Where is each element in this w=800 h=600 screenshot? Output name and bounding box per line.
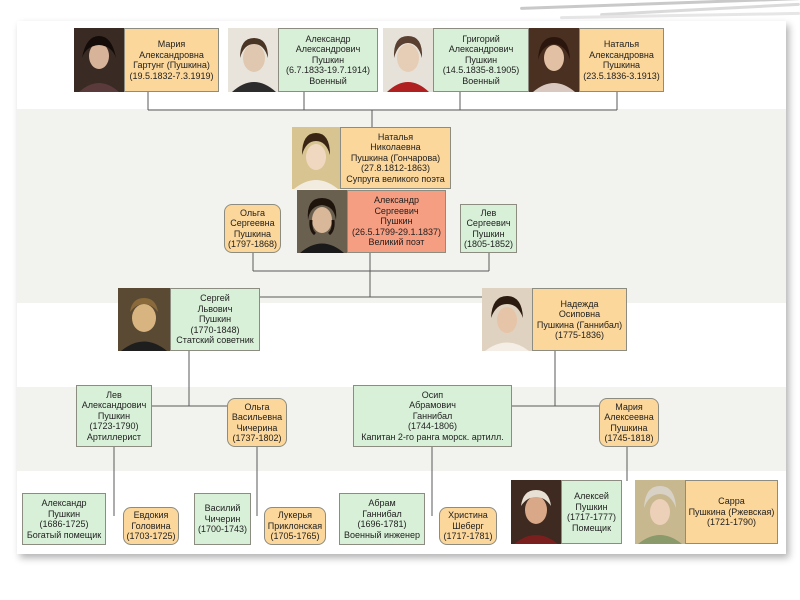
person-olga-s: Ольга Сергеевна Пушкина (1797-1868) [224,204,281,253]
person-osip: Осип Абрамович Ганнибал (1744-1806) Капи… [353,385,512,447]
person-alexander-s: Александр Сергеевич Пушкин (26.5.1799-29… [347,190,446,253]
person-label: Мария Алексеевна Пушкина (1745-1818) [604,401,654,444]
person-label: Ольга Васильевна Чичерина (1737-1802) [231,401,283,444]
person-alexander-p: Александр Пушкин (1686-1725) Богатый пом… [22,493,106,545]
person-label: Александр Александрович Пушкин (6.7.1833… [285,33,371,86]
portrait-nadezhda [482,288,532,351]
person-lev-s: Лев Сергеевич Пушкин (1805-1852) [460,204,517,253]
person-natalya-n: Наталья Николаевна Пушкина (Гончарова) (… [340,127,451,189]
person-label: Наталья Николаевна Пушкина (Гончарова) (… [346,131,445,184]
person-nadezhda: Надежда Осиповна Пушкина (Ганнибал) (177… [532,288,627,351]
person-label: Христина Шеберг (1717-1781) [443,510,493,542]
person-label: Сергей Львович Пушкин (1770-1848) Статск… [176,293,254,346]
person-label: Надежда Осиповна Пушкина (Ганнибал) (177… [536,298,623,341]
person-label: Александр Пушкин (1686-1725) Богатый пом… [26,498,102,540]
person-label: Василий Чичерин (1700-1743) [197,503,248,535]
person-label: Лукерья Приклонская (1705-1765) [267,510,323,542]
portrait-sarra [635,480,685,544]
portrait-sergey [118,288,170,351]
person-evdokia: Евдокия Головина (1703-1725) [123,507,179,545]
portrait-grigory [383,28,433,92]
person-vasily: Василий Чичерин (1700-1743) [194,493,251,545]
person-grigory: Григорий Александрович Пушкин (14.5.1835… [433,28,529,92]
connector-lines [113,92,628,516]
person-label: Мария Александровна Гартунг (Пушкина) (1… [129,39,214,81]
person-maria-a: Мария Алексеевна Пушкина (1745-1818) [599,398,659,447]
person-alexey: Алексей Пушкин (1717-1777) Помещик [561,480,622,544]
person-khristina: Христина Шеберг (1717-1781) [439,507,497,545]
person-label: Абрам Ганнибал (1696-1781) Военный инжен… [344,498,420,540]
portrait-natalya-n [292,127,340,189]
person-label: Осип Абрамович Ганнибал (1744-1806) Капи… [361,389,504,442]
person-label: Евдокия Головина (1703-1725) [126,510,176,542]
person-sergey: Сергей Львович Пушкин (1770-1848) Статск… [170,288,260,351]
person-label: Наталья Александровна Пушкина (23.5.1836… [583,39,660,81]
person-label: Алексей Пушкин (1717-1777) Помещик [566,491,617,533]
person-label: Лев Сергеевич Пушкин (1805-1852) [463,207,514,250]
person-natalya-a: Наталья Александровна Пушкина (23.5.1836… [579,28,664,92]
portrait-alexander-a [228,28,278,92]
person-label: Лев Александрович Пушкин (1723-1790) Арт… [81,389,147,442]
portrait-natalya-a [529,28,579,92]
person-abram: Абрам Ганнибал (1696-1781) Военный инжен… [339,493,425,545]
person-label: Александр Сергеевич Пушкин (26.5.1799-29… [351,195,442,248]
slide-decoration [0,0,800,22]
person-lukerya: Лукерья Приклонская (1705-1765) [264,507,326,545]
family-tree-frame: Мария Александровна Гартунг (Пушкина) (1… [17,21,786,554]
person-olga-v: Ольга Васильевна Чичерина (1737-1802) [227,398,287,447]
person-alexander-a: Александр Александрович Пушкин (6.7.1833… [278,28,378,92]
portrait-alexander-s [297,190,347,253]
person-label: Григорий Александрович Пушкин (14.5.1835… [442,33,520,86]
person-label: Сарра Пушкина (Ржевская) (1721-1790) [688,496,775,528]
person-sarra: Сарра Пушкина (Ржевская) (1721-1790) [685,480,778,544]
person-label: Ольга Сергеевна Пушкина (1797-1868) [227,207,278,250]
person-maria-gartung: Мария Александровна Гартунг (Пушкина) (1… [124,28,219,92]
portrait-maria-gartung [74,28,124,92]
person-lev-a: Лев Александрович Пушкин (1723-1790) Арт… [76,385,152,447]
portrait-alexey [511,480,561,544]
